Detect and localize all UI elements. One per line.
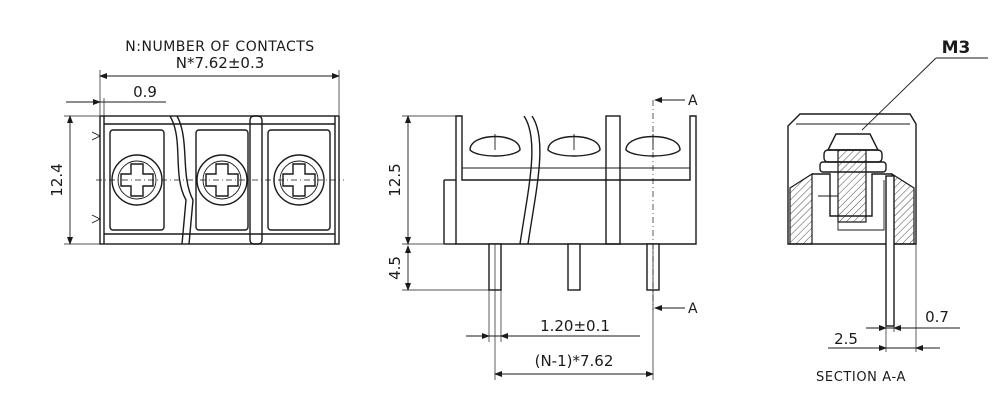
- section-view: M3 0.7 2.5 SECTION A-A: [787, 38, 988, 385]
- pin-width-label: 1.20±0.1: [540, 317, 610, 335]
- section-top-label: A: [688, 93, 698, 109]
- pin-height-label: 4.5: [386, 256, 404, 280]
- body-height-label: 12.5: [386, 163, 404, 196]
- top-view: N:NUMBER OF CONTACTS N*7.62±0.3 0.9 12.4: [48, 39, 344, 245]
- section-right-wall: [891, 172, 915, 245]
- screw-size-label: M3: [942, 38, 971, 58]
- section-pin: [885, 175, 895, 327]
- section-left-wall: [789, 172, 813, 245]
- screw-leader: [861, 57, 937, 131]
- top-marker-upper: [91, 131, 102, 141]
- pin-span-label: (N-1)*7.62: [535, 352, 614, 370]
- front-barrier-2: [605, 115, 621, 245]
- front-pin-2: [567, 243, 581, 291]
- section-screw-shank: [837, 149, 867, 223]
- section-clamp: [818, 180, 885, 231]
- front-screw-head-2: [547, 134, 601, 157]
- top-barrier-1b: [176, 115, 194, 245]
- front-view: 12.5 4.5: [386, 93, 698, 380]
- front-screw-head-1: [469, 134, 521, 157]
- front-barrier-1: [519, 115, 533, 245]
- section-bottom-label: A: [688, 301, 698, 317]
- top-barrier-1: [169, 115, 187, 245]
- pitch-dimension-label: N*7.62±0.3: [176, 54, 265, 72]
- front-barrier-1b: [527, 115, 541, 245]
- pin-thickness-label: 0.7: [925, 308, 949, 326]
- section-caption: SECTION A-A: [816, 370, 906, 385]
- contacts-note-label: N:NUMBER OF CONTACTS: [125, 39, 314, 55]
- section-screw-head: [826, 133, 880, 151]
- gap-dimension-label: 0.9: [133, 83, 157, 101]
- height-dimension-label: 12.4: [48, 163, 66, 196]
- pin-offset-label: 2.5: [834, 330, 858, 348]
- top-marker-lower: [91, 214, 102, 224]
- front-body-outline: [455, 115, 697, 245]
- section-collar: [819, 161, 887, 173]
